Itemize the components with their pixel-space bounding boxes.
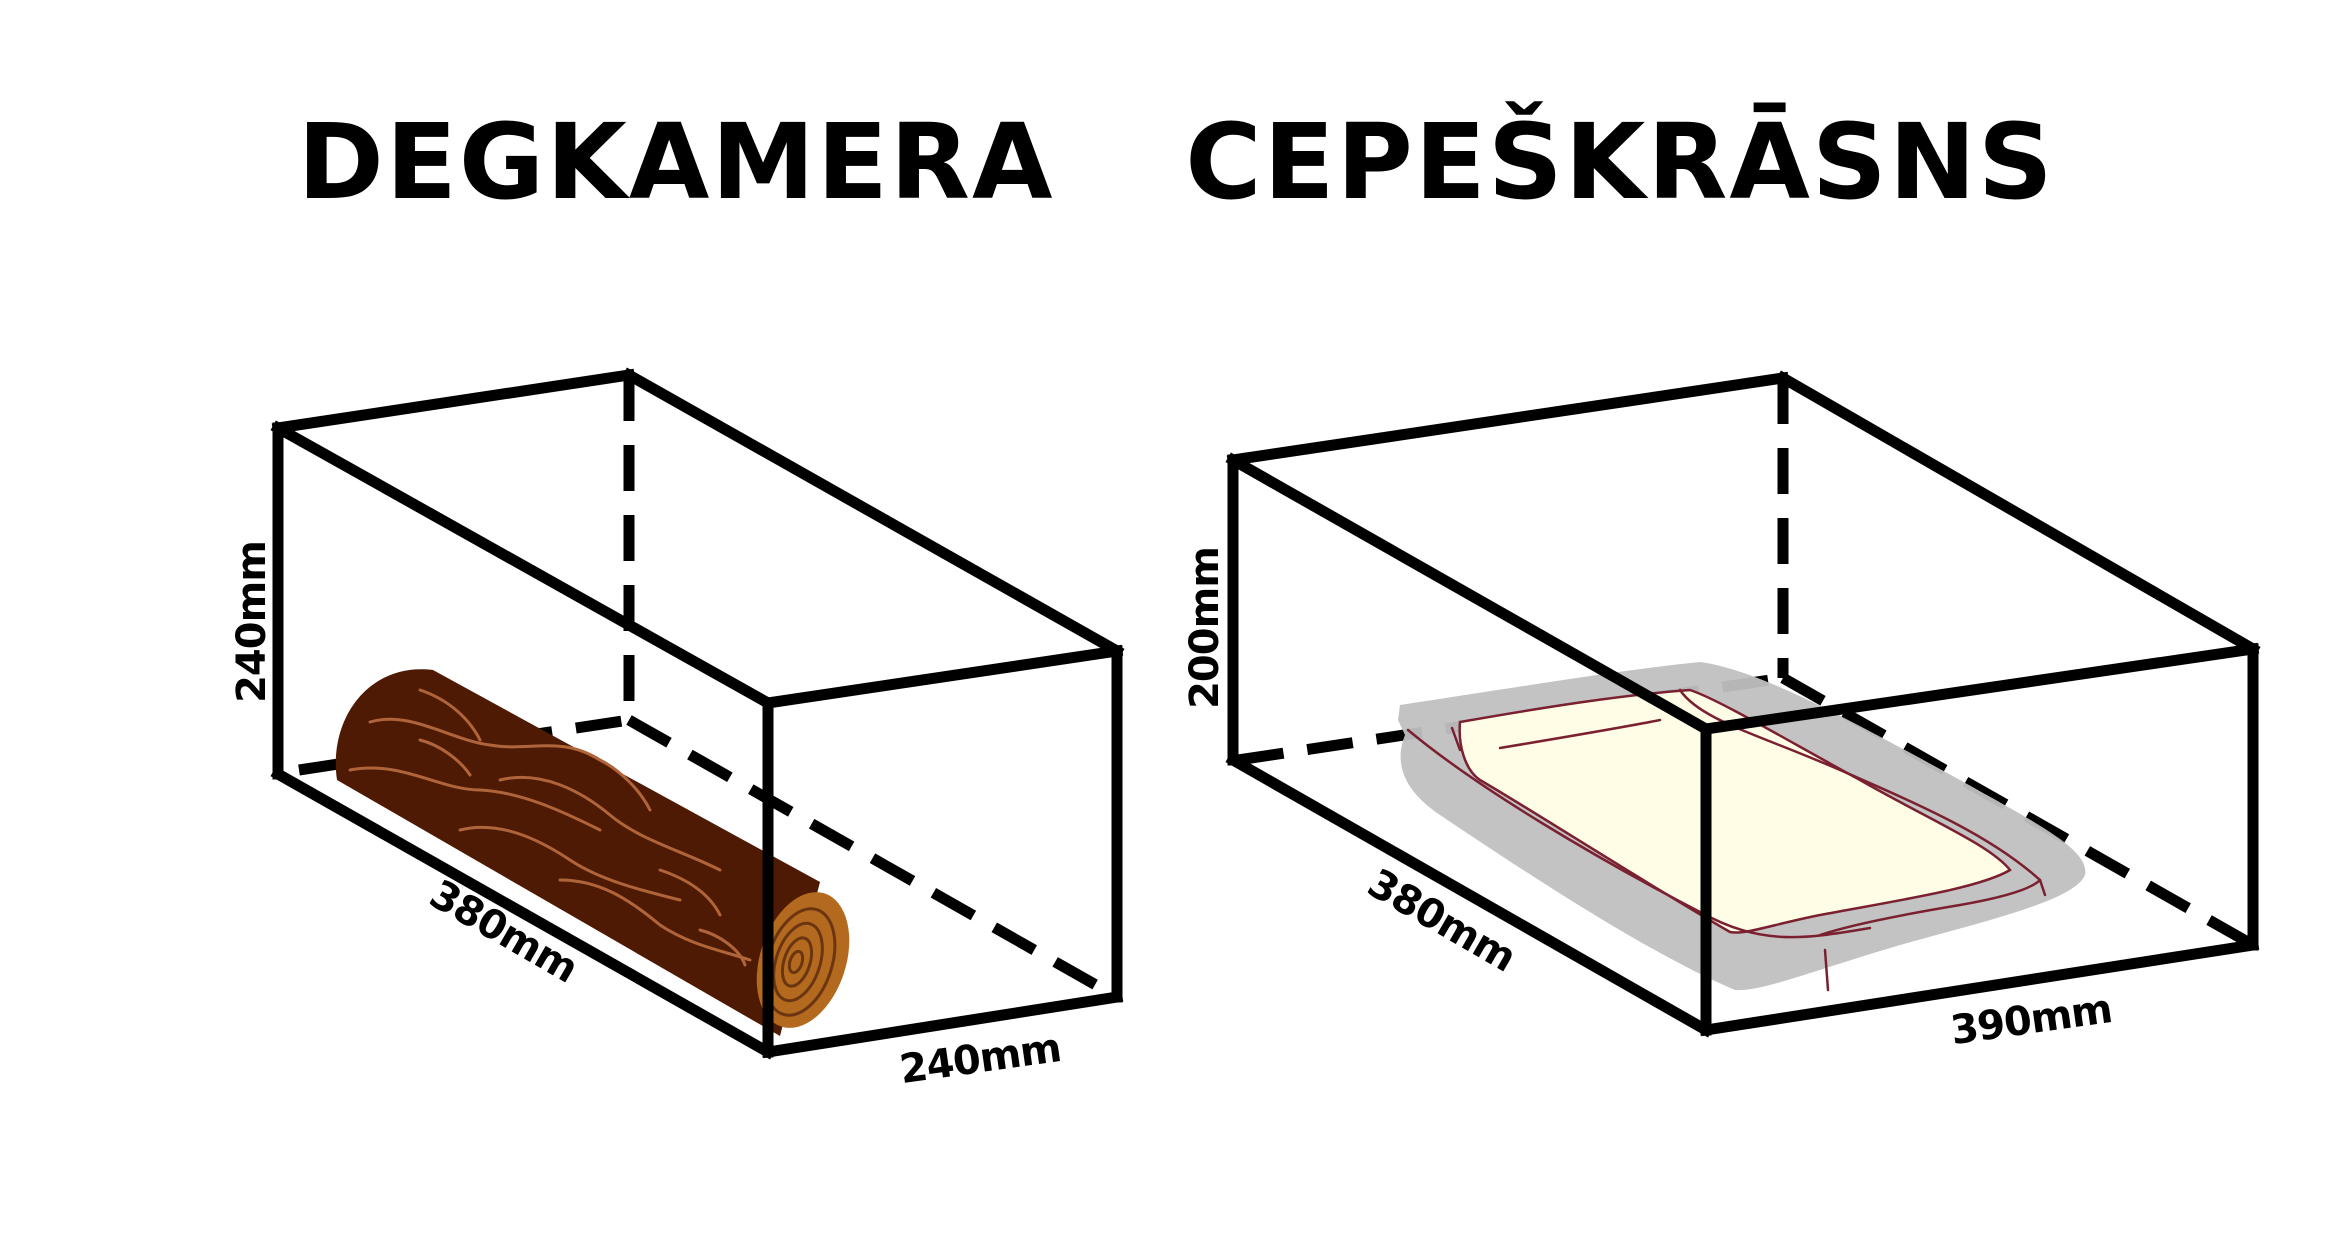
degkamera-bottom-left-edge: [270, 766, 776, 1060]
degkamera-bottom-front-edge: [761, 990, 1124, 1059]
degkamera-diagram: DEGKAMERA: [229, 101, 1125, 1093]
baking-tray-icon: [1398, 662, 2086, 992]
cepeskrasns-title: CEPEŠKRĀSNS: [1185, 101, 2055, 223]
cepeskrasns-box-edges: [1225, 370, 2261, 1038]
cepeskrasns-top-front-edge: [1699, 642, 2260, 736]
cepeskrasns-height-label: 200mm: [1182, 547, 1228, 709]
cepeskrasns-top-right-edge: [1775, 370, 2261, 657]
cepeskrasns-hidden-bottom-edge: [1780, 673, 2256, 950]
degkamera-box-edges: [270, 367, 1125, 1060]
degkamera-hidden-bottom-edge: [626, 715, 1120, 1002]
degkamera-top-back-edge: [271, 368, 636, 435]
cepeskrasns-diagram: CEPEŠKRĀSNS: [1182, 101, 2261, 1054]
cepeskrasns-bottom-front-edge: [1699, 938, 2260, 1037]
degkamera-width-label: 240mm: [897, 1025, 1064, 1093]
log-icon: [335, 669, 850, 1036]
cepeskrasns-width-label: 390mm: [1948, 986, 2115, 1054]
degkamera-top-right-edge: [621, 367, 1125, 659]
cepeskrasns-top-back-edge: [1226, 371, 1790, 467]
cepeskrasns-bottom-left-edge: [1225, 752, 1714, 1038]
degkamera-height-label: 240mm: [229, 541, 275, 703]
degkamera-top-left-edge: [270, 420, 776, 711]
cepeskrasns-top-left-edge: [1225, 452, 1714, 737]
degkamera-title: DEGKAMERA: [298, 101, 1055, 223]
degkamera-top-front-edge: [761, 644, 1124, 710]
